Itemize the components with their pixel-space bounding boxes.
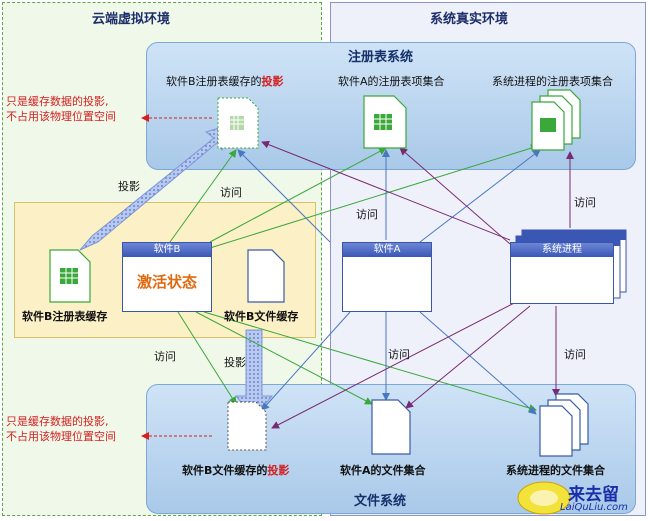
file-system-title: 文件系统 xyxy=(354,494,407,509)
file-a-set-icon xyxy=(371,399,411,455)
registry-b-projection-label: 软件B注册表缓存的投影 xyxy=(166,75,284,88)
system-process-window[interactable]: 系统进程 xyxy=(510,242,614,304)
software-a-window[interactable]: 软件A xyxy=(342,242,432,312)
software-b-window[interactable]: 软件B 激活状态 xyxy=(122,242,212,312)
watermark-url: LaiQuLiu.com xyxy=(560,502,628,513)
system-process-title: 系统进程 xyxy=(511,243,613,257)
projection-note-bottom: 只是缓存数据的投影,不占用该物理位置空间 xyxy=(6,415,116,443)
registry-a-set-label: 软件A的注册表项集合 xyxy=(338,75,445,88)
cloud-env-title: 云端虚拟环境 xyxy=(92,12,171,27)
registry-a-set-icon xyxy=(363,95,407,149)
registry-title: 注册表系统 xyxy=(348,50,414,65)
label-access-sys-bottom: 访问 xyxy=(564,348,586,361)
registry-sys-set-label: 系统进程的注册表项集合 xyxy=(492,75,613,88)
site-watermark: 来去留 LaiQuLiu.com xyxy=(516,478,646,518)
software-a-title: 软件A xyxy=(343,243,431,257)
file-projection-icon xyxy=(227,401,267,451)
file-cache-label: 软件B文件缓存 xyxy=(224,310,299,323)
label-access-a-bottom: 访问 xyxy=(388,348,410,361)
projection-note-top: 只是缓存数据的投影,不占用该物理位置空间 xyxy=(6,95,116,123)
real-env-title: 系统真实环境 xyxy=(430,12,509,27)
registry-cache-label: 软件B注册表缓存 xyxy=(22,310,108,323)
label-project-bottom: 投影 xyxy=(224,356,246,369)
label-project-top: 投影 xyxy=(118,180,140,193)
label-access-a-top: 访问 xyxy=(356,208,378,221)
label-access-b-top: 访问 xyxy=(220,186,242,199)
file-cache-icon xyxy=(247,249,285,303)
label-access-b-bottom: 访问 xyxy=(154,350,176,363)
registry-cache-icon xyxy=(49,249,91,303)
label-access-sys-top: 访问 xyxy=(574,196,596,209)
registry-projection-icon xyxy=(217,97,259,149)
active-state-label: 激活状态 xyxy=(136,273,197,291)
software-b-title: 软件B xyxy=(123,243,211,257)
watermark-brand: 来去留 xyxy=(568,485,619,505)
file-a-set-label: 软件A的文件集合 xyxy=(340,464,426,477)
file-b-projection-label: 软件B文件缓存的投影 xyxy=(182,464,290,477)
watermark-logo-icon xyxy=(517,481,571,515)
file-system-set-icon xyxy=(539,393,589,457)
registry-system-set-icon xyxy=(531,89,581,151)
file-sys-set-label: 系统进程的文件集合 xyxy=(506,464,605,477)
